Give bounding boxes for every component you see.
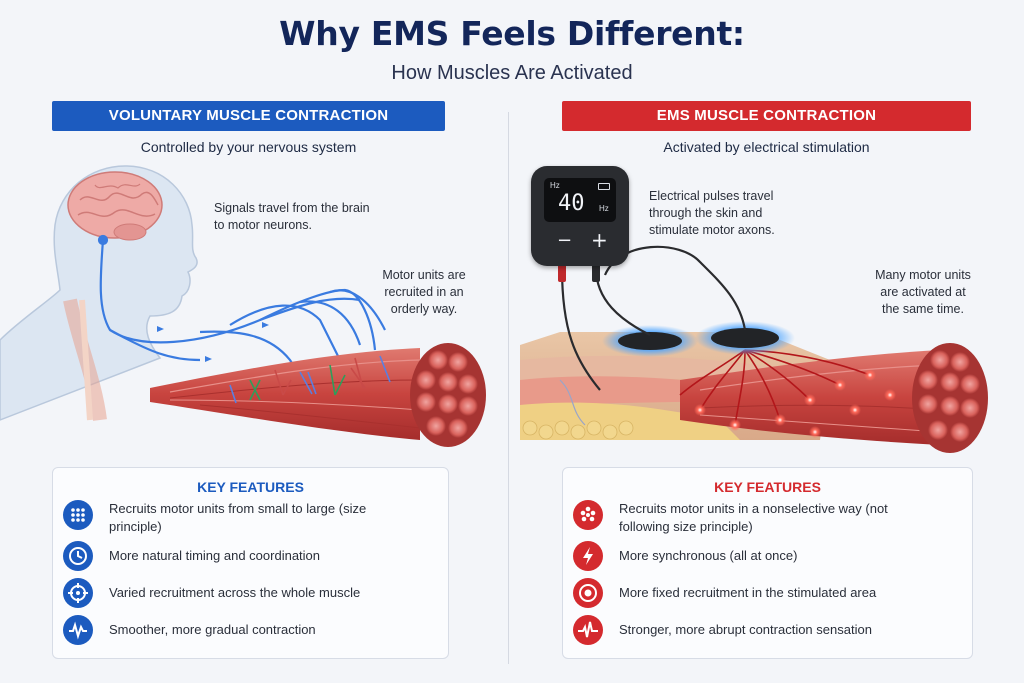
illustration — [0, 165, 988, 453]
voluntary-fascicles — [410, 343, 486, 447]
dots-grid-icon — [63, 500, 93, 530]
feature-text: Varied recruitment across the whole musc… — [109, 585, 361, 600]
ems-features-card: KEY FEATURES Recruits motor units in a n… — [562, 467, 973, 659]
voluntary-tagline: Controlled by your nervous system — [140, 139, 357, 155]
device-minus-button[interactable]: − — [557, 230, 573, 251]
device-frequency-value: 40 — [558, 191, 585, 216]
pulse-wave-icon — [63, 615, 93, 645]
note-electrical-pulses: Electrical pulses travel through the ski… — [649, 189, 775, 237]
motor-unit-branches — [229, 355, 391, 404]
feature-item: More natural timing and coordination — [63, 541, 443, 571]
page-title: Why EMS Feels Different: — [279, 14, 745, 53]
crosshair-icon — [63, 578, 93, 608]
feature-text: Smoother, more gradual contraction — [109, 622, 316, 637]
ems-features-title: KEY FEATURES — [714, 479, 821, 495]
voluntary-features-card: KEY FEATURES Recruits motor units from s… — [52, 467, 449, 659]
ems-banner: EMS MUSCLE CONTRACTION — [562, 101, 971, 131]
feature-item: Smoother, more gradual contraction — [63, 615, 443, 645]
device-unit-top: Hz — [550, 181, 560, 190]
ems-tagline: Activated by electrical stimulation — [663, 139, 870, 155]
voluntary-banner: VOLUNTARY MUSCLE CONTRACTION — [52, 101, 445, 131]
note-signals-travel: Signals travel from the brain to motor n… — [214, 201, 370, 232]
feature-item: Recruits motor units in a nonselective w… — [573, 500, 953, 534]
lightning-icon — [573, 541, 603, 571]
voluntary-muscle — [150, 348, 421, 440]
stimulation-sparks — [694, 369, 896, 438]
feature-text: More natural timing and coordination — [109, 548, 321, 563]
dots-cluster-icon — [573, 500, 603, 530]
device-screen: Hz 40 Hz — [544, 178, 616, 222]
feature-item: Stronger, more abrupt contraction sensat… — [573, 615, 953, 645]
feature-item: More synchronous (all at once) — [573, 541, 953, 571]
signal-arrows — [157, 322, 269, 362]
feature-text: More fixed recruitment in the stimulated… — [619, 585, 877, 600]
clock-icon — [63, 541, 93, 571]
feature-item: More fixed recruitment in the stimulated… — [573, 578, 953, 608]
note-orderly-recruitment: Motor units are recruited in an orderly … — [382, 268, 466, 316]
brain-icon — [67, 171, 163, 241]
ems-device: Hz 40 Hz − + — [531, 166, 629, 266]
note-many-units: Many motor units are activated at the sa… — [875, 268, 971, 316]
feature-text: Recruits motor units from small to large… — [109, 501, 367, 534]
voluntary-features-title: KEY FEATURES — [197, 479, 304, 495]
feature-item: Recruits motor units from small to large… — [63, 500, 443, 534]
device-plus-button[interactable]: + — [591, 228, 608, 252]
center-divider — [508, 112, 509, 664]
feature-text: Recruits motor units in a nonselective w… — [619, 501, 888, 534]
ecg-icon — [573, 615, 603, 645]
ems-fascicles — [912, 343, 988, 453]
electrode-pads — [602, 321, 795, 357]
feature-text: Stronger, more abrupt contraction sensat… — [619, 622, 872, 637]
feature-text: More synchronous (all at once) — [619, 548, 798, 563]
feature-item: Varied recruitment across the whole musc… — [63, 578, 443, 608]
device-frequency-unit: Hz — [599, 204, 609, 213]
battery-icon — [598, 183, 610, 190]
page-subtitle: How Muscles Are Activated — [391, 62, 633, 84]
target-icon — [573, 578, 603, 608]
